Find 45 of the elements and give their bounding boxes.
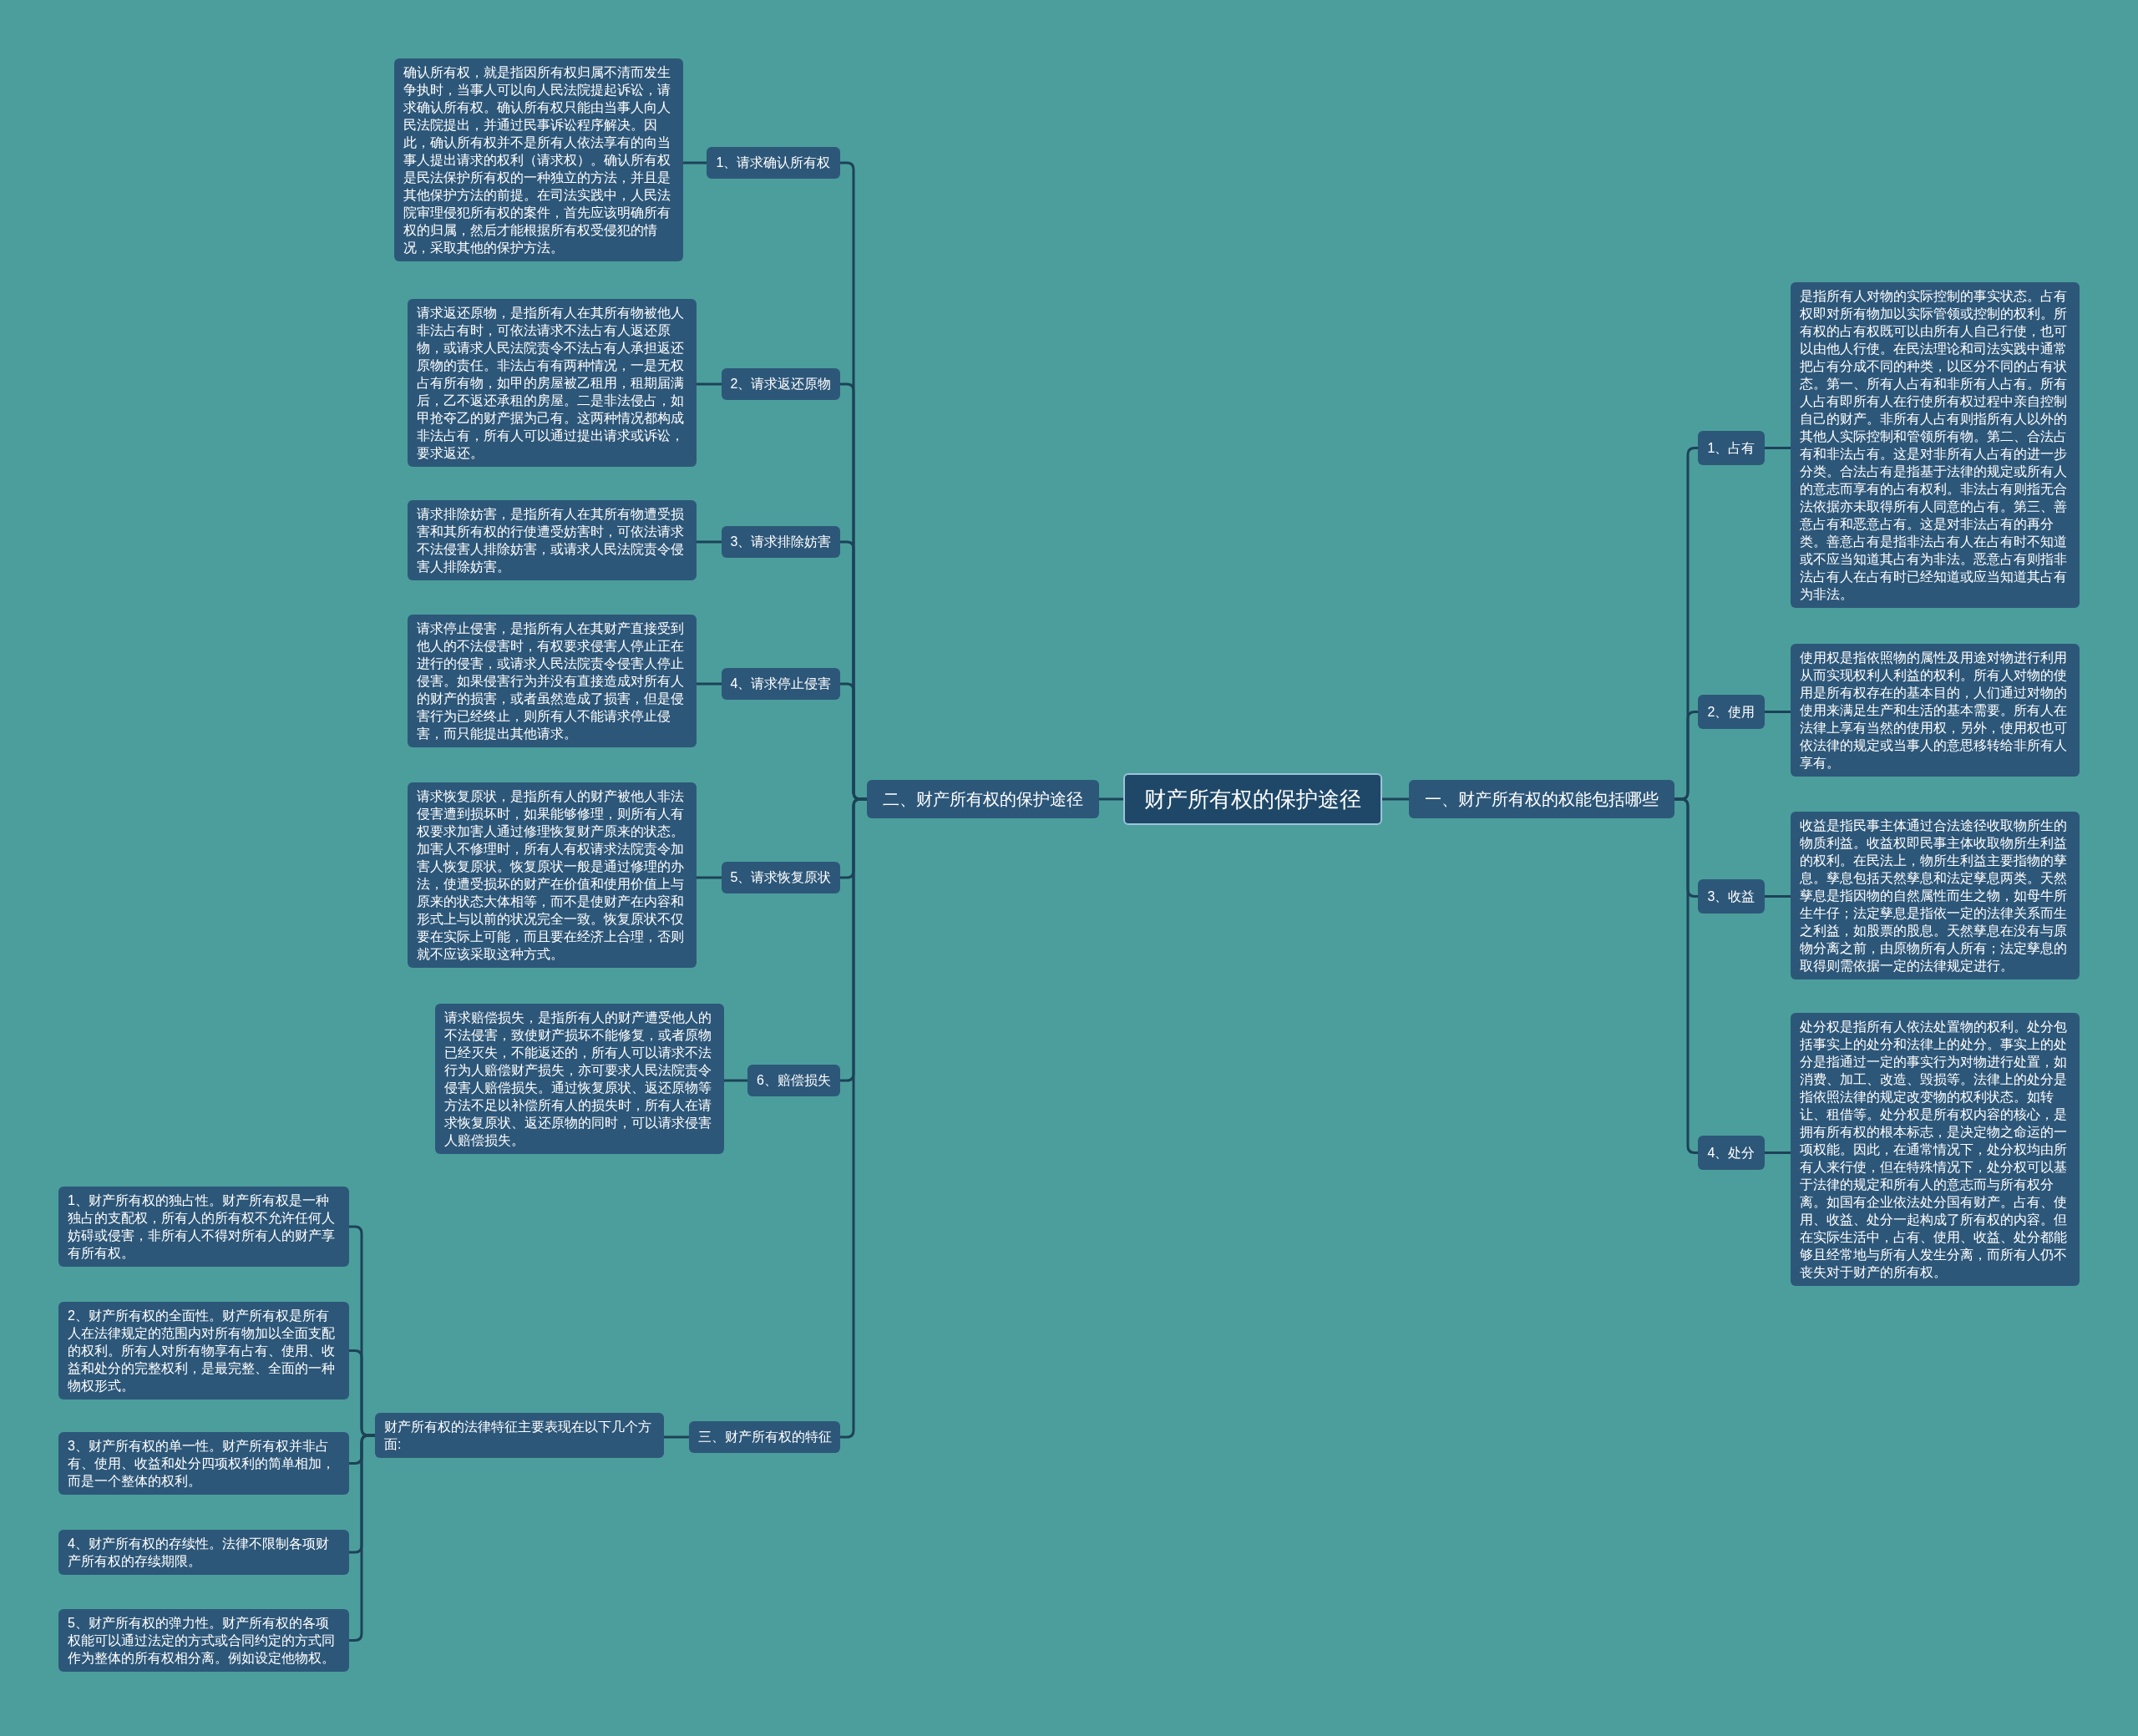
text-card: 确认所有权，就是指因所有权归属不清而发生争执时，当事人可以向人民法院提起诉讼，请求确认所有权。确认所有权只能由当事人向人民法院提出，并通过民事诉讼程序解决。因此，确认所有权并不是所有人依法享有的向当事人提出请求的权利（请求权）。确认所有权是民法保护所有权的一种独立的方法，并且是其他保护方法的前提。在司法实践中，人民法院审理侵犯所有权的案件，首先应该明确所有权的归属，然后才能根据所有权受侵犯的情况，采取其他的保护方法。 <box>394 58 683 261</box>
central-topic: 财产所有权的保护途径 <box>1123 773 1382 825</box>
text-card: 财产所有权的法律特征主要表现在以下几个方面: <box>375 1413 664 1458</box>
subtopic-label: 3、收益 <box>1698 879 1765 914</box>
text-card: 处分权是指所有人依法处置物的权利。处分包括事实上的处分和法律上的处分。事实上的处分是指通过一定的事实行为对物进行处置，如消费、加工、改造、毁损等。法律上的处分是指依照法律的规定改变物的权利状态。如转让、租借等。处分权是所有权内容的核心，是拥有所有权的根本标志，是决定物之命运的一项权能。因此，在通常情况下，处分权均由所有人来行使，但在特殊情况下，处分权可以基于法律的规定和所有人的意志而与所有权分离。如国有企业依法处分国有财产。占有、使用、收益、处分一起构成了所有权的内容。但在实际生活中，占有、使用、收益、处分都能够且经常地与所有人发生分离，而所有人仍不丧失对于财产的所有权。 <box>1791 1013 2080 1286</box>
subtopic-label: 2、使用 <box>1698 695 1765 729</box>
connector-line <box>697 382 722 386</box>
text-card: 3、财产所有权的单一性。财产所有权并非占有、使用、收益和处分四项权利的简单相加，而是一个整体的权利。 <box>58 1432 349 1495</box>
subtopic-label: 5、请求恢复原状 <box>722 862 840 893</box>
text-card: 1、财产所有权的独占性。财产所有权是一种独占的支配权，所有人的所有权不允许任何人妨碍或侵害，非所有人不得对所有人的财产享有所有权。 <box>58 1187 349 1267</box>
connector-line <box>1765 447 1791 449</box>
text-card: 是指所有人对物的实际控制的事实状态。占有权即对所有物加以实际管领或控制的权利。所有权的占有权既可以由所有人自己行使，也可以由他人行使。在民法理论和司法实践中通常把占有分成不同的种类，以区分不同的占有状态。第一、所有人占有和非所有人占有。所有人占有即所有人在行使所有权过程中亲自控制自己的财产。非所有人占有则指所有人以外的其他人实际控制和管领所有物。第二、合法占有和非法占有。这是对非所有人占有的进一步分类。合法占有是指基于法律的规定或所有人的意志而享有的占有权利。非法占有则指无合法依据亦未取得所有人同意的占有。第三、善意占有和恶意占有。这是对非法占有的再分类。善意占有是指非法占有人在占有时不知道或不应当知道其占有为非法。恶意占有则指非法占有人在占有时已经知道或应当知道其占有为非法。 <box>1791 282 2080 608</box>
connector-line <box>349 1434 375 1642</box>
text-card: 请求排除妨害，是指所有人在其所有物遭受损害和其所有权的行使遭受妨害时，可依法请求不法侵害人排除妨害，或请求人民法院责令侵害人排除妨害。 <box>408 500 697 580</box>
subtopic-label: 6、赔偿损失 <box>747 1065 840 1096</box>
connector-line <box>1382 797 1409 801</box>
connector-line <box>1765 1151 1791 1154</box>
connector-line <box>1674 797 1698 1154</box>
subtopic-label: 1、请求确认所有权 <box>707 147 840 179</box>
subtopic-label: 2、请求返还原物 <box>722 368 840 400</box>
branch-topic: 一、财产所有权的权能包括哪些 <box>1409 780 1674 818</box>
connector-line <box>697 540 722 544</box>
subtopic-label: 3、请求排除妨害 <box>722 526 840 558</box>
connector-line <box>664 1435 689 1439</box>
subtopic-label: 1、占有 <box>1698 431 1765 465</box>
subtopic-label: 4、请求停止侵害 <box>722 668 840 700</box>
text-card: 5、财产所有权的弹力性。财产所有权的各项权能可以通过法定的方式或合同约定的方式同作为整体的所有权相分离。例如设定他物权。 <box>58 1609 349 1672</box>
branch-topic: 二、财产所有权的保护途径 <box>867 780 1099 818</box>
subtopic-label: 三、财产所有权的特征 <box>689 1421 840 1453</box>
connector-line <box>683 161 707 164</box>
text-card: 请求停止侵害，是指所有人在其财产直接受到他人的不法侵害时，有权要求侵害人停止正在进行的侵害，或请求人民法院责令侵害人停止侵害。如果侵害行为并没有直接造成对所有人的财产的损害，或者虽然造成了损害，但是侵害行为已经终止，则所有人不能请求停止侵害，而只能提出其他请求。 <box>408 615 697 747</box>
connector-line <box>697 682 722 686</box>
text-card: 请求返还原物，是指所有人在其所有物被他人非法占有时，可依法请求不法占有人返还原物，或请求人民法院责令不法占有人承担返还原物的责任。非法占有有两种情况，一是无权占有所有物，如甲的房屋被乙租用，租期届满后，乙不返还承租的房屋。二是非法侵占，如甲抢夺乙的财产据为己有。这两种情况都构成非法占有，所有人可以通过提出请求或诉讼，要求返还。 <box>408 299 697 467</box>
subtopic-label: 4、处分 <box>1698 1136 1765 1170</box>
text-card: 请求恢复原状，是指所有人的财产被他人非法侵害遭到损坏时，如果能够修理，则所有人有权要求加害人通过修理恢复财产原来的状态。加害人不修理时，所有人有权请求法院责令加害人恢复原状。恢复原状一般是通过修理的办法，使遭受损坏的财产在价值和使用价值上与原来的状态大体相等，而不是使财产在内容和形式上与以前的状况完全一致。恢复原状不仅要在实际上可能，而且要在经济上合理，否则就不应该采取这种方式。 <box>408 782 697 968</box>
text-card: 使用权是指依照物的属性及用途对物进行利用从而实现权利人利益的权利。所有人对物的使用是所有权存在的基本目的，人们通过对物的使用来满足生产和生活的基本需要。所有人在法律上享有当然的使用权，另外，使用权也可依法律的规定或当事人的意思移转给非所有人享有。 <box>1791 644 2080 777</box>
text-card: 收益是指民事主体通过合法途径收取物所生的物质利益。收益权即民事主体收取物所生利益的权利。在民法上，物所生利益主要指物的孳息。孳息包括天然孳息和法定孳息两类。天然孳息是指因物的自然属性而生之物，如母牛所生牛仔；法定孳息是指依一定的法律关系而生之利益，如股票的股息。天然孳息在没有与原物分离之前，由原物所有人所有；法定孳息的取得则需依据一定的法律规定进行。 <box>1791 812 2080 979</box>
connector-line <box>724 1079 747 1082</box>
text-card: 4、财产所有权的存续性。法律不限制各项财产所有权的存续期限。 <box>58 1530 349 1575</box>
connector-line <box>1099 797 1123 801</box>
text-card: 请求赔偿损失，是指所有人的财产遭受他人的不法侵害，致使财产损坏不能修复，或者原物已经灭失，不能返还的，所有人可以请求不法行为人赔偿财产损失，亦可要求人民法院责令侵害人赔偿损失。通过恢复原状、返还原物等方法不足以补偿所有人的损失时，所有人在请求恢复原状、返还原物的同时，可以请求侵害人赔偿损失。 <box>435 1004 724 1154</box>
connector-line <box>1765 895 1791 898</box>
connector-line <box>697 876 722 879</box>
connector-line <box>1765 711 1791 713</box>
text-card: 2、财产所有权的全面性。财产所有权是所有人在法律规定的范围内对所有物加以全面支配的权利。所有人对所有物享有占有、使用、收益和处分的完整权利，是最完整、全面的一种物权形式。 <box>58 1302 349 1399</box>
